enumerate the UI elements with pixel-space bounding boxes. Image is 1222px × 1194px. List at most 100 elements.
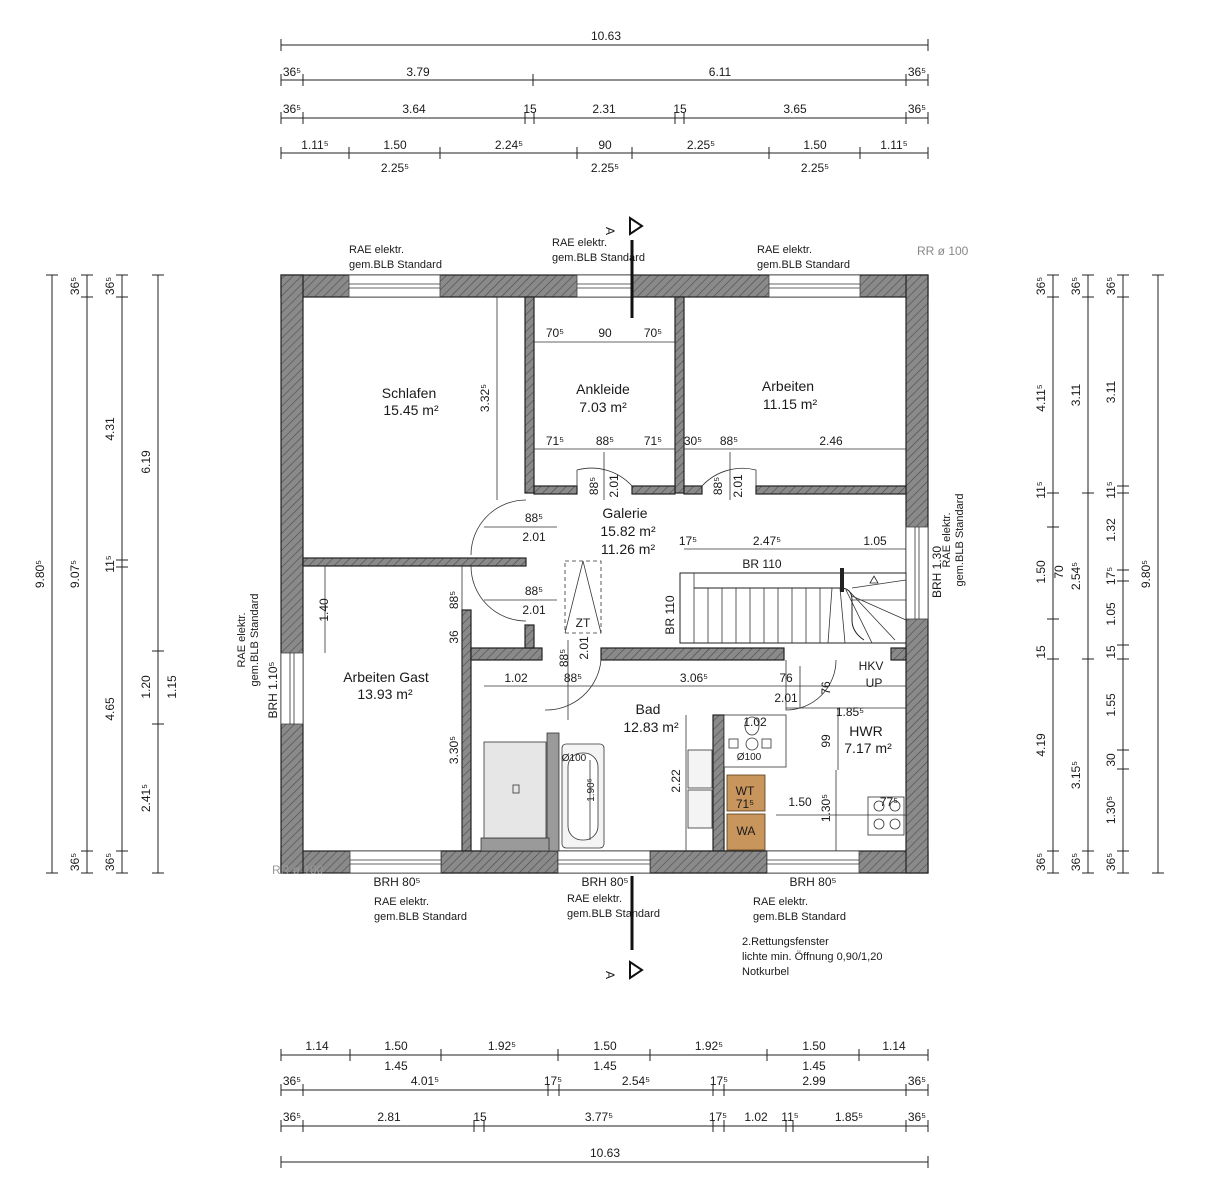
- top-dim: 2.24⁵: [495, 138, 523, 152]
- left-dim: 6.19: [139, 450, 153, 474]
- rae-label: RAE elektr.: [374, 896, 429, 908]
- dim-label: 71⁵: [644, 434, 662, 448]
- bottom-dim: 1.02: [744, 1110, 768, 1124]
- br-110-label: BR 110: [663, 595, 677, 634]
- dim-label: 2.01: [607, 474, 621, 498]
- dim-label: 70⁵: [546, 326, 564, 340]
- right-dim: 36⁵: [1104, 853, 1118, 871]
- wa-box: [726, 813, 766, 851]
- dim-label: 2.46: [819, 434, 843, 448]
- bottom-dim: 1.45: [593, 1059, 617, 1073]
- top-dim: 36⁵: [908, 102, 926, 116]
- window-bottom-left: [349, 850, 442, 874]
- top-dim: 90: [598, 138, 612, 152]
- rae-label: RAE elektr.: [567, 893, 622, 905]
- right-dim: 36⁵: [1069, 853, 1083, 871]
- zt-hatch: [564, 560, 602, 634]
- window-annotations: RAE elektr. gem.BLB Standard RAE elektr.…: [236, 237, 969, 978]
- interior-dimension-text: 70⁵ 90 70⁵ 71⁵ 88⁵ 71⁵ 30⁵ 88⁵ 2.46 3.32…: [266, 326, 944, 889]
- dim-label: 90: [598, 326, 612, 340]
- bottom-dim: 1.14: [882, 1039, 906, 1053]
- right-dimension-chains: 36⁵ 4.11⁵ 11⁵ 1.50 15 4.19 36⁵ 70 36⁵ 3.…: [1034, 274, 1164, 874]
- dim-label: 88⁵: [564, 671, 582, 685]
- brh-label: BRH 1.10⁵: [266, 661, 280, 718]
- dim-label: 88⁵: [525, 511, 543, 525]
- rr-label: RR ø 100: [917, 244, 969, 258]
- blb-label: gem.BLB Standard: [567, 908, 660, 920]
- room-arbeiten-name: Arbeiten: [762, 378, 814, 394]
- bottom-dim: 36⁵: [908, 1074, 926, 1088]
- top-dimension-chains: 10.63 36⁵ 3.79 6.11 36⁵ 36⁵ 3.64 15 2.31…: [280, 29, 929, 175]
- left-dim: 2.41⁵: [139, 784, 153, 812]
- right-dim: 30: [1104, 753, 1118, 767]
- rr-label: RR ø 100: [272, 863, 324, 877]
- top-dim: 36⁵: [283, 65, 301, 79]
- right-dim: 11⁵: [1104, 481, 1118, 498]
- bottom-dim: 17⁵: [544, 1074, 562, 1088]
- wa-label: WA: [737, 824, 756, 838]
- left-dim: 9.80⁵: [33, 560, 47, 588]
- bottom-dim: 1.14: [305, 1039, 329, 1053]
- brh-label: BRH 80⁵: [374, 875, 421, 889]
- bottom-dim: 36⁵: [908, 1110, 926, 1124]
- window-top-left: [348, 274, 441, 298]
- right-dim: 4.11⁵: [1034, 384, 1048, 411]
- top-dim: 1.50: [803, 138, 827, 152]
- window-top-right: [768, 274, 861, 298]
- wt-label: WT: [736, 784, 755, 798]
- rae-label: RAE elektr.: [236, 612, 248, 667]
- dim-label: 2.47⁵: [753, 534, 781, 548]
- dim-label: Ø100: [562, 753, 587, 764]
- dim-label: 17⁵: [679, 534, 697, 548]
- dim-label: 2.01: [522, 603, 546, 617]
- right-dim: 1.50: [1034, 560, 1048, 584]
- top-dim: 2.25⁵: [591, 161, 619, 175]
- left-dim: 4.65: [103, 697, 117, 721]
- brh-label: BRH 1.30: [930, 546, 944, 598]
- blb-label: gem.BLB Standard: [954, 494, 966, 587]
- right-dim: 9.80⁵: [1139, 560, 1153, 588]
- dim-label: Ø100: [737, 752, 762, 763]
- top-dim: 3.79: [406, 65, 430, 79]
- right-dim: 11⁵: [1034, 481, 1048, 498]
- rae-label: RAE elektr.: [552, 237, 607, 249]
- bottom-dim: 1.92⁵: [488, 1039, 516, 1053]
- bottom-dim: 1.50: [384, 1039, 408, 1053]
- blb-label: gem.BLB Standard: [552, 252, 645, 264]
- blb-label: gem.BLB Standard: [349, 259, 442, 271]
- room-labels: Schlafen 15.45 m² Ankleide 7.03 m² Arbei…: [343, 378, 892, 756]
- left-dim: 36⁵: [68, 853, 82, 871]
- rae-label: RAE elektr.: [757, 244, 812, 256]
- bottom-dim: 15: [473, 1110, 487, 1124]
- room-gast-name: Arbeiten Gast: [343, 669, 429, 685]
- dim-label: 77⁵: [880, 795, 898, 809]
- room-galerie-area2: 11.26 m²: [601, 541, 656, 557]
- bath-fixtures: [483, 714, 905, 851]
- dim-label: 36: [447, 630, 461, 644]
- room-bad-area: 12.83 m²: [623, 719, 679, 735]
- bottom-dim: 2.54⁵: [622, 1074, 650, 1088]
- rae-label: RAE elektr.: [753, 896, 808, 908]
- dim-label: 3.06⁵: [680, 671, 708, 685]
- sink-1: [687, 749, 713, 789]
- right-dim: 3.11: [1104, 380, 1118, 403]
- zt-label: ZT: [576, 616, 591, 630]
- right-dim: 2.54⁵: [1069, 562, 1083, 590]
- bottom-dim: 1.50: [802, 1039, 826, 1053]
- top-total-dim: 10.63: [591, 29, 621, 43]
- dim-label: 2.01: [774, 691, 798, 705]
- dim-label: 1.05: [863, 534, 887, 548]
- left-dim: 36⁵: [103, 277, 117, 295]
- rettung-note: 2.Rettungsfenster: [742, 936, 829, 948]
- bottom-dim: 1.85⁵: [835, 1110, 863, 1124]
- dim-label: 2.01: [522, 530, 546, 544]
- top-dim: 6.11: [709, 65, 732, 79]
- window-bottom-right: [766, 850, 860, 874]
- right-dim: 1.32: [1104, 518, 1118, 542]
- dim-label: 3.32⁵: [478, 384, 492, 412]
- top-dim: 15: [523, 102, 537, 116]
- room-ankleide-name: Ankleide: [576, 381, 630, 397]
- dim-label: 76: [779, 671, 793, 685]
- right-dim: 17⁵: [1104, 567, 1118, 585]
- bottom-dim: 3.77⁵: [585, 1110, 613, 1124]
